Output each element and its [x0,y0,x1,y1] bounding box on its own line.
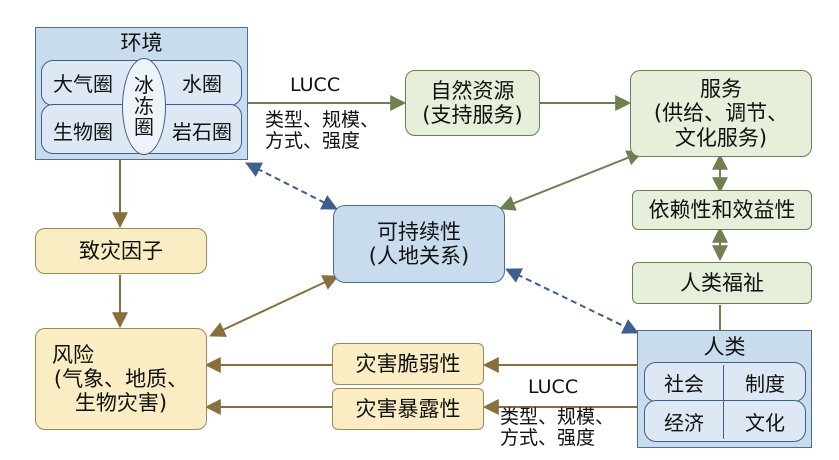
culture-label: 文化 [745,410,785,435]
services-title: 服务 [700,77,742,102]
lucc-top-label: LUCC 类型、规模、 方式、强度 [265,75,415,152]
cryosphere-char-1: 冰 [134,73,154,97]
sustainability-box: 可持续性 (人地关系) [333,205,505,283]
lucc-bottom-line1: 类型、规模、 [500,405,615,428]
arrow-sustainability-services [499,150,643,211]
sustainability-subtitle: (人地关系) [368,244,470,268]
risk-box: 风险 (气象、地质、 生物灾害) [35,328,207,430]
arrow-sustainability-risk [209,275,339,337]
lucc-top-line1: 类型、规模、 [265,108,380,131]
risk-title: 风险 [52,342,94,367]
human-title: 人类 [703,335,746,359]
biosphere-label: 生物圈 [53,119,113,144]
economy-label: 经济 [664,410,704,435]
lucc-top-line2: 方式、强度 [265,129,361,152]
arrow-env-sustainability [245,162,338,210]
dependence-box: 依赖性和效益性 [632,190,812,230]
services-box: 服务 (供给、调节、 文化服务) [630,70,812,157]
hazard-factor-box: 致灾因子 [35,228,207,274]
lucc-bottom-title: LUCC [528,376,579,398]
risk-line2: (气象、地质、 [53,366,189,391]
environment-title: 环境 [120,31,163,55]
sustainability-title: 可持续性 [377,219,461,244]
arrow-sustainability-human [505,268,639,334]
cryosphere-char-3: 圈 [134,115,154,139]
dependence-label: 依赖性和效益性 [648,197,796,222]
lucc-bottom-line2: 方式、强度 [500,426,596,449]
wellbeing-label: 人类福祉 [680,270,764,295]
cryosphere-char-2: 冻 [134,94,154,118]
exposure-box: 灾害暴露性 [332,388,484,430]
society-label: 社会 [664,371,704,396]
atmosphere-label: 大气圈 [53,71,113,96]
lithosphere-label: 岩石圈 [172,119,232,144]
natural-resources-box: 自然资源 (支持服务) [405,70,540,136]
vulnerability-box: 灾害脆弱性 [332,343,484,385]
services-line3: 文化服务) [674,125,768,150]
hazard-factor-label: 致灾因子 [79,238,163,263]
natural-resources-subtitle: (支持服务) [422,103,523,127]
institution-label: 制度 [745,371,785,396]
vulnerability-label: 灾害脆弱性 [355,351,461,376]
human-bottom-pill [644,400,806,442]
lucc-bottom-label: LUCC 类型、规模、 方式、强度 [500,377,640,449]
exposure-label: 灾害暴露性 [355,396,461,421]
natural-resources-title: 自然资源 [430,78,515,103]
hydrosphere-label: 水圈 [182,71,222,96]
wellbeing-box: 人类福祉 [632,262,812,304]
risk-line3: 生物灾害) [74,391,168,416]
services-line2: (供给、调节、 [653,101,789,126]
cryosphere-ellipse: 冰 冻 圈 [122,58,166,155]
lucc-top-title: LUCC [290,74,341,96]
human-divider [723,365,724,439]
